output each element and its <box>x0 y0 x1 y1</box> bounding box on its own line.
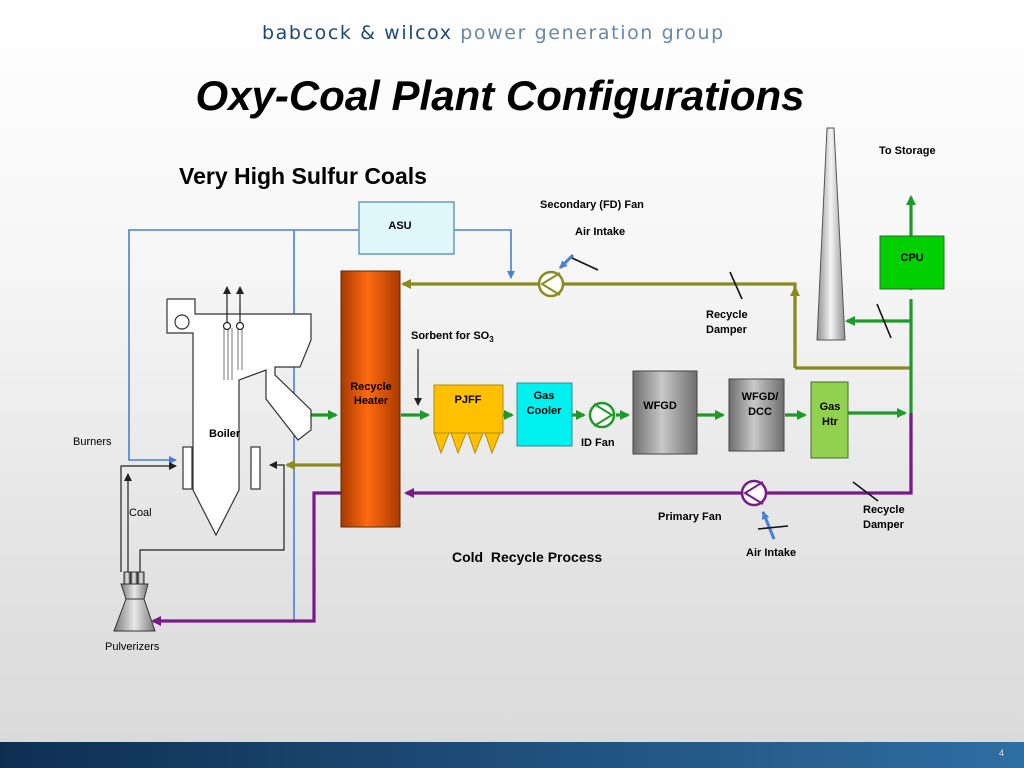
recycle-heater-label-2: Heater <box>354 395 389 407</box>
air-intake-bottom-arrow <box>761 511 776 540</box>
recycle-heater <box>340 270 401 528</box>
air-intake-top-damper <box>571 257 599 271</box>
coal-lines <box>120 461 285 572</box>
secondary-fd-fan <box>537 270 565 298</box>
recycle-damper-top-label-2: Damper <box>706 324 748 336</box>
wfgd <box>632 370 698 455</box>
primary-recycle-lines <box>151 413 913 626</box>
recycle-damper-bottom <box>852 481 879 502</box>
air-intake-bottom-damper <box>757 525 789 530</box>
stack <box>816 127 846 341</box>
pulverizers-label: Pulverizers <box>105 641 160 653</box>
id-fan <box>588 401 616 429</box>
brand-primary: babcock & wilcox <box>262 22 453 44</box>
asu-label: ASU <box>388 220 411 232</box>
recycle-damper-bottom-label-2: Damper <box>863 519 905 531</box>
page-title: Oxy-Coal Plant Configurations <box>195 72 805 119</box>
cpu-label: CPU <box>900 252 923 264</box>
id-fan-symbol <box>593 403 614 427</box>
asu-box <box>358 201 455 255</box>
gas-htr-label-1: Gas <box>820 401 841 413</box>
gas-cooler-label-2: Cooler <box>527 405 563 417</box>
primary-fan-label: Primary Fan <box>658 511 722 523</box>
gas-htr-label-2: Htr <box>822 416 839 428</box>
coal-label: Coal <box>129 507 152 519</box>
cpu-box <box>879 235 945 290</box>
wfgd-dcc-label-1: WFGD/ <box>742 391 779 403</box>
page-number: 4 <box>998 748 1004 758</box>
recycle-damper-top <box>729 271 743 300</box>
superheater-pendants <box>223 328 243 380</box>
process-caption: Cold Recycle Process <box>452 549 602 565</box>
pulverizer <box>113 571 156 632</box>
boiler-label: Boiler <box>209 428 241 440</box>
sorbent-label-subscript: 3 <box>489 335 494 344</box>
air-intake-top-arrow <box>558 253 575 270</box>
burners-label: Burners <box>73 436 112 448</box>
boiler <box>166 298 312 537</box>
sorbent-label: Sorbent for SO3 <box>411 330 494 344</box>
recycle-damper-top-label-1: Recycle <box>706 309 748 321</box>
pjff <box>433 384 504 455</box>
air-intake-top-label: Air Intake <box>575 226 625 238</box>
page-subtitle: Very High Sulfur Coals <box>179 163 427 189</box>
recycle-damper-cpu <box>876 303 892 339</box>
gas-cooler <box>516 382 573 447</box>
brand-logo: babcock & wilcox power generation group <box>262 22 782 44</box>
wfgd-dcc-label-2: DCC <box>748 406 772 418</box>
primary-fan <box>740 479 768 507</box>
pjff-label: PJFF <box>455 394 482 406</box>
recycle-damper-bottom-label-1: Recycle <box>863 504 905 516</box>
footer-bar: 4 <box>0 742 1024 768</box>
wfgd-label: WFGD <box>643 400 677 412</box>
air-intake-bottom-label: Air Intake <box>746 547 796 559</box>
primary-fan-symbol <box>743 481 764 505</box>
steam-outlets <box>222 286 245 331</box>
brand-secondary: power generation group <box>460 22 725 44</box>
secondary-fan-label: Secondary (FD) Fan <box>540 199 644 211</box>
wfgd-dcc <box>728 378 785 452</box>
sorbent-label-text: Sorbent for SO <box>411 330 490 342</box>
gas-cooler-label-1: Gas <box>534 390 555 402</box>
id-fan-label: ID Fan <box>581 437 615 449</box>
secondary-fd-fan-symbol <box>540 272 561 296</box>
to-storage-label: To Storage <box>879 145 936 157</box>
gas-htr <box>810 381 849 459</box>
recycle-heater-label-1: Recycle <box>350 381 392 393</box>
